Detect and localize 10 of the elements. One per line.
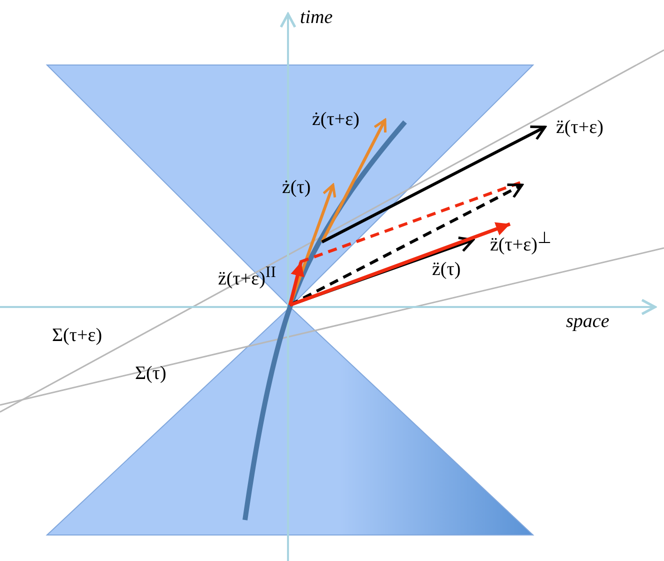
vector-label: z̈(τ+ε) [556,118,604,139]
vector-label: z̈(τ+ε)$^{⊥}$ [490,230,552,256]
axis-label: time [300,8,333,29]
plane-label: Σ(τ) [135,364,166,385]
vector-label: ż(τ+ε) [312,110,360,131]
vector-label: z̈(τ+ε)$^{II}$ [218,264,276,290]
vector-label: ż(τ) [282,178,311,199]
axis-label: space [566,312,610,333]
vector-label: z̈(τ) [432,260,461,281]
plane-label: Σ(τ+ε) [52,326,102,347]
